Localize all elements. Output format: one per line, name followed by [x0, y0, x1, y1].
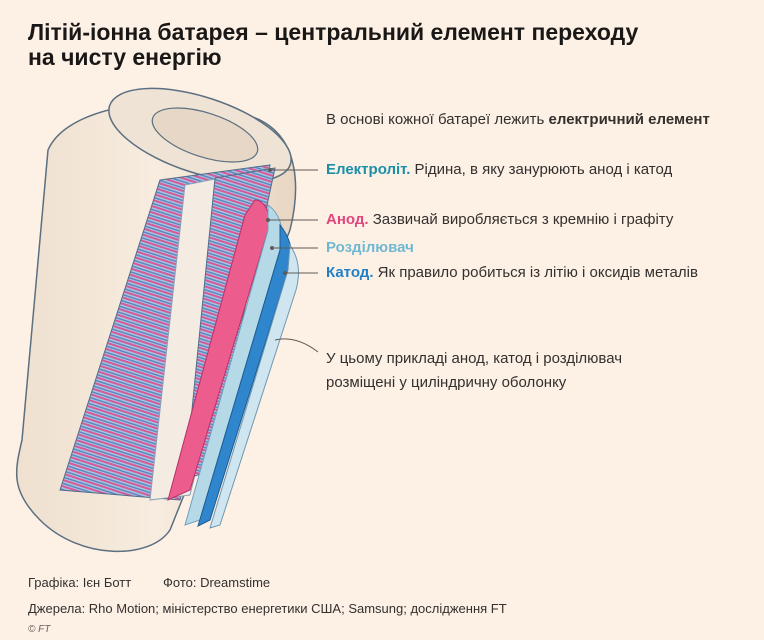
page-title: Літій-іонна батарея – центральний елемен…	[28, 20, 728, 70]
cathode-text: Як правило робиться із літію і оксидів м…	[373, 264, 698, 281]
electrolyte-key: Електроліт.	[326, 161, 411, 178]
title-line-2: на чисту енергію	[28, 44, 222, 70]
title-line-1: Літій-іонна батарея – центральний елемен…	[28, 19, 639, 45]
intro-annotation: В основі кожної батареї лежить електричн…	[326, 111, 710, 128]
cathode-annotation: Катод. Як правило робиться із літію і ок…	[326, 263, 698, 283]
intro-bold: електричний елемент	[548, 111, 710, 128]
photo-credit: Фото: Dreamstime	[163, 575, 271, 590]
anode-annotation: Анод. Зазвичай виробляється з кремнію і …	[326, 210, 673, 230]
separator-annotation: Розділювач	[326, 238, 414, 258]
cathode-key: Катод.	[326, 264, 374, 281]
anode-key: Анод.	[326, 211, 369, 228]
separator-key: Розділювач	[326, 239, 414, 256]
electrolyte-text: Рідина, в яку занурюють анод і катод	[410, 161, 673, 178]
sources-credit: Джерела: Rho Motion; міністерство енерге…	[28, 601, 507, 616]
casing-line-1: У цьому прикладі анод, катод і розділюва…	[326, 350, 623, 367]
anode-text: Зазвичай виробляється з кремнію і графіт…	[368, 211, 674, 228]
casing-leader	[274, 338, 319, 353]
copyright: © FT	[28, 624, 51, 635]
electrolyte-annotation: Електроліт. Рідина, в яку занурюють анод…	[326, 160, 672, 180]
graphic-credit: Графіка: Ієн Ботт	[28, 575, 132, 590]
casing-line-2: розміщені у циліндричну оболонку	[326, 374, 567, 391]
casing-annotation: У цьому прикладі анод, катод і розділюва…	[326, 347, 622, 395]
